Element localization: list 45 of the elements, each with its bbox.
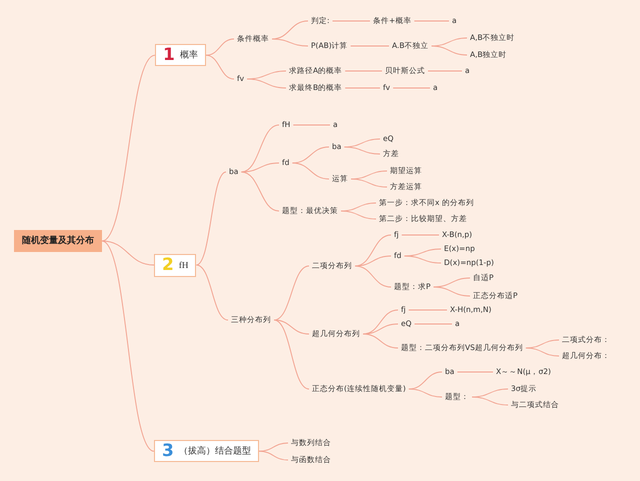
- branch-line: [258, 442, 288, 452]
- branch-line: [362, 334, 398, 348]
- branch-line: [344, 70, 382, 72]
- branch-line: [414, 20, 450, 22]
- branch-line: [274, 266, 310, 320]
- topic-box: [154, 440, 259, 462]
- topic-label: （拔高）结合题型: [178, 446, 251, 456]
- central-topic: 随机变量及其分布: [14, 230, 102, 252]
- topic-box: [154, 254, 196, 276]
- branch-line: [350, 178, 388, 188]
- branch-line: [272, 38, 308, 46]
- branch-line: [196, 264, 228, 320]
- branch-line: [408, 388, 442, 398]
- topic-label: 概率: [180, 50, 198, 60]
- branch-line: [431, 46, 468, 56]
- topic-label: fH: [178, 260, 188, 270]
- branch-line: [428, 70, 462, 72]
- topic-box: [155, 44, 206, 66]
- branch-line: [354, 266, 392, 288]
- branch-line: [258, 450, 288, 460]
- branch-line: [205, 54, 234, 80]
- branch-line: [433, 286, 470, 296]
- topic-number: 3: [162, 441, 174, 461]
- branch-line: [205, 38, 234, 56]
- branch-line: [274, 320, 310, 334]
- branch-line: [525, 348, 560, 356]
- branch-line: [274, 320, 310, 390]
- branch-line: [240, 172, 280, 212]
- branch-line: [102, 240, 154, 452]
- branch-line: [240, 124, 280, 172]
- branch-line: [240, 162, 280, 172]
- branch-line: [332, 20, 370, 22]
- branch-line: [344, 146, 380, 154]
- branch-line: [404, 256, 442, 264]
- branch-line: [401, 234, 440, 236]
- branch-line: [292, 124, 330, 126]
- branch-line: [472, 396, 508, 406]
- branch-line: [246, 78, 286, 88]
- branch-line: [340, 210, 376, 220]
- branch-line: [292, 162, 330, 180]
- topic-number: 1: [163, 45, 175, 65]
- branch-line: [196, 172, 226, 266]
- branch-line: [102, 240, 154, 266]
- topic-number: 2: [162, 255, 174, 276]
- branch-line: [102, 54, 156, 242]
